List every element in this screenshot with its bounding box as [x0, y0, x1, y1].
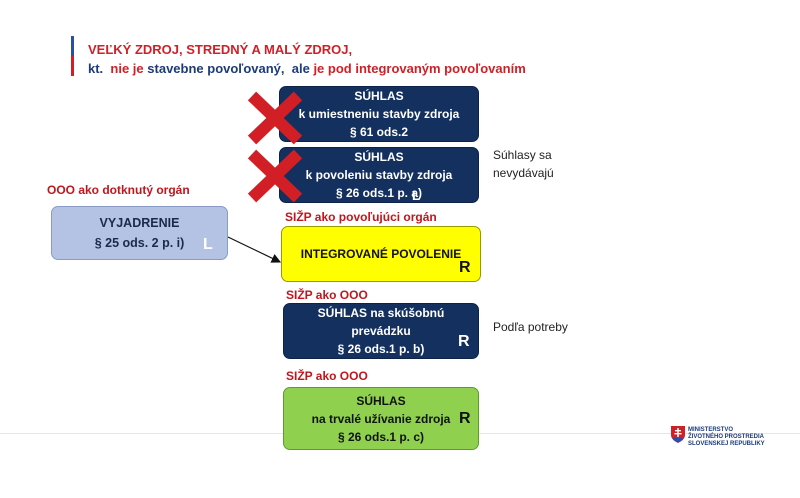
vyjadrenie-box: VYJADRENIE § 25 ods. 2 p. i) — [51, 206, 228, 260]
label-sizp-ooo: SIŽP ako OOO — [286, 369, 368, 383]
integrovane-povolenie-box: INTEGROVANÉ POVOLENIE — [281, 226, 481, 282]
cross-icon — [247, 149, 303, 203]
box-line: § 26 ods.1 p. a) — [335, 186, 423, 200]
box-line: k umiestneniu stavby zdroja — [298, 107, 460, 121]
marker-l: L — [203, 236, 213, 253]
note-potreba: Podľa potreby — [493, 320, 568, 334]
box-line: SÚHLAS — [354, 89, 404, 103]
box-line: § 26 ods.1 p. c) — [337, 429, 425, 444]
box-line: SÚHLAS — [356, 393, 406, 408]
box-line: § 61 ods.2 — [349, 125, 409, 139]
box-line: prevádzku — [351, 324, 411, 338]
box-line: SÚHLAS — [354, 150, 404, 164]
title-accent-bar — [71, 36, 74, 76]
box-line: INTEGROVANÉ POVOLENIE — [300, 247, 462, 261]
note-line: nevydávajú — [493, 166, 554, 180]
title-line-1: VEĽKÝ ZDROJ, STREDNÝ A MALÝ ZDROJ, — [88, 42, 353, 57]
marker-r: R — [459, 410, 471, 427]
logo-line: ŽIVOTNÉHO PROSTREDIA — [688, 434, 765, 440]
title-line-2: kt. nie je stavebne povoľovaný, ale je p… — [88, 61, 526, 76]
marker-l: L — [412, 188, 420, 203]
label-ooo-dotknuty: OOO ako dotknutý orgán — [47, 183, 190, 197]
cross-icon — [247, 91, 303, 145]
arrow-connector — [227, 236, 282, 263]
note-line: Súhlasy sa — [493, 148, 552, 162]
box-line: SÚHLAS na skúšobnú — [317, 306, 445, 320]
box-line: VYJADRENIE — [99, 216, 180, 230]
label-sizp-ooo: SIŽP ako OOO — [286, 288, 368, 302]
label-sizp-povolujuci: SIŽP ako povoľujúci orgán — [285, 210, 437, 224]
marker-r: R — [459, 259, 471, 276]
suhlas-umiestnenie-box: SÚHLAS k umiestneniu stavby zdroja § 61 … — [279, 86, 479, 142]
suhlas-trvale-box: SÚHLAS na trvalé užívanie zdroja § 26 od… — [283, 387, 479, 450]
box-line: § 25 ods. 2 p. i) — [94, 236, 185, 250]
box-line: k povoleniu stavby zdroja — [305, 168, 453, 182]
logo-line: SLOVENSKEJ REPUBLIKY — [688, 441, 765, 447]
coat-of-arms-icon — [671, 426, 685, 443]
ministry-logo-text: MINISTERSTVO ŽIVOTNÉHO PROSTREDIA SLOVEN… — [688, 427, 765, 448]
suhlas-skusobna-box: SÚHLAS na skúšobnú prevádzku § 26 ods.1 … — [283, 303, 479, 359]
marker-r: R — [458, 333, 470, 350]
suhlas-povolenie-box: SÚHLAS k povoleniu stavby zdroja § 26 od… — [279, 147, 479, 203]
box-line: na trvalé užívanie zdroja — [311, 411, 451, 426]
box-line: § 26 ods.1 p. b) — [337, 342, 425, 356]
logo-line: MINISTERSTVO — [688, 427, 734, 433]
note-nevydavaju: Súhlasy sa nevydávajú — [493, 146, 554, 182]
